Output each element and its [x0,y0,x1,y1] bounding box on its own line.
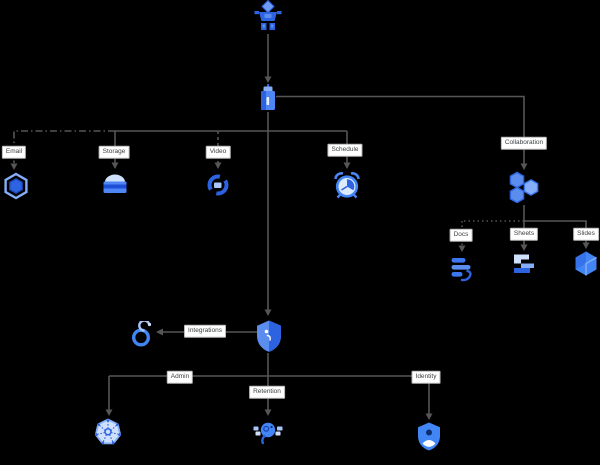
node-docs[interactable] [449,254,475,284]
arrow-storage [111,162,119,169]
arrow-sheets [520,244,528,251]
arrow-collaboration [520,163,528,170]
video-swirl-icon [207,174,229,196]
arrow-security [264,309,272,316]
solid-connectors [108,34,587,414]
document-icon [451,258,472,282]
node-integrations[interactable] [130,319,156,347]
node-email[interactable] [3,172,29,200]
edge-label-collaboration: Collaboration [500,136,548,150]
edge-label-retention: Retention [249,385,285,399]
hexagon-cluster-icon [509,171,539,204]
arrow-schedule [343,162,351,169]
edge-label-schedule: Schedule [327,143,363,157]
node-marketplace[interactable] [251,0,285,32]
node-organization[interactable] [255,84,281,112]
inbox-tray-icon [103,174,127,193]
arrow-identity [425,413,433,420]
building-icon [261,84,275,110]
hook-icon [131,319,152,347]
layered-sheets-icon [514,254,534,273]
edge-label-video: Video [205,145,231,159]
edge-label-admin: Admin [166,370,194,384]
edge-label-slides: Slides [573,227,599,241]
arrow-video [214,162,222,169]
node-identity[interactable] [416,421,442,451]
styled-connectors [13,130,524,246]
hexagon-prism-icon [575,251,597,276]
arrow-integrations [156,328,163,336]
node-sheets[interactable] [511,252,537,276]
edge-label-integrations: Integrations [184,324,226,338]
edge-docs-dotted [461,220,524,246]
arrow-slides [582,242,590,249]
node-schedule[interactable] [332,170,362,200]
mail-hexagon-icon [4,172,28,200]
shield-icon [257,320,281,352]
arrow-retention [264,409,272,416]
edge-label-email: Email [1,145,27,159]
node-slides[interactable] [574,250,598,278]
edge-label-sheets: Sheets [509,227,539,241]
arrow-docs [458,245,466,252]
node-collaboration[interactable] [506,171,540,204]
arrow-admin [105,409,113,416]
node-retention[interactable] [253,419,283,445]
edge-label-storage: Storage [98,145,130,159]
wheel-icon [94,418,122,445]
shield-person-icon [418,422,440,451]
arrow-email [10,163,18,170]
cart-diamond-icon [254,0,282,30]
node-security[interactable] [255,319,283,353]
arrow-organization [264,76,272,83]
edge-organization-collaboration [276,95,525,164]
edge-label-identity: Identity [411,370,441,384]
node-storage[interactable] [100,171,130,195]
arrowheads [10,76,590,420]
edge-label-docs: Docs [449,228,473,242]
magnifier-icon [253,422,283,445]
node-video[interactable] [204,171,232,199]
alarm-clock-icon [334,172,360,199]
node-admin[interactable] [93,417,123,447]
